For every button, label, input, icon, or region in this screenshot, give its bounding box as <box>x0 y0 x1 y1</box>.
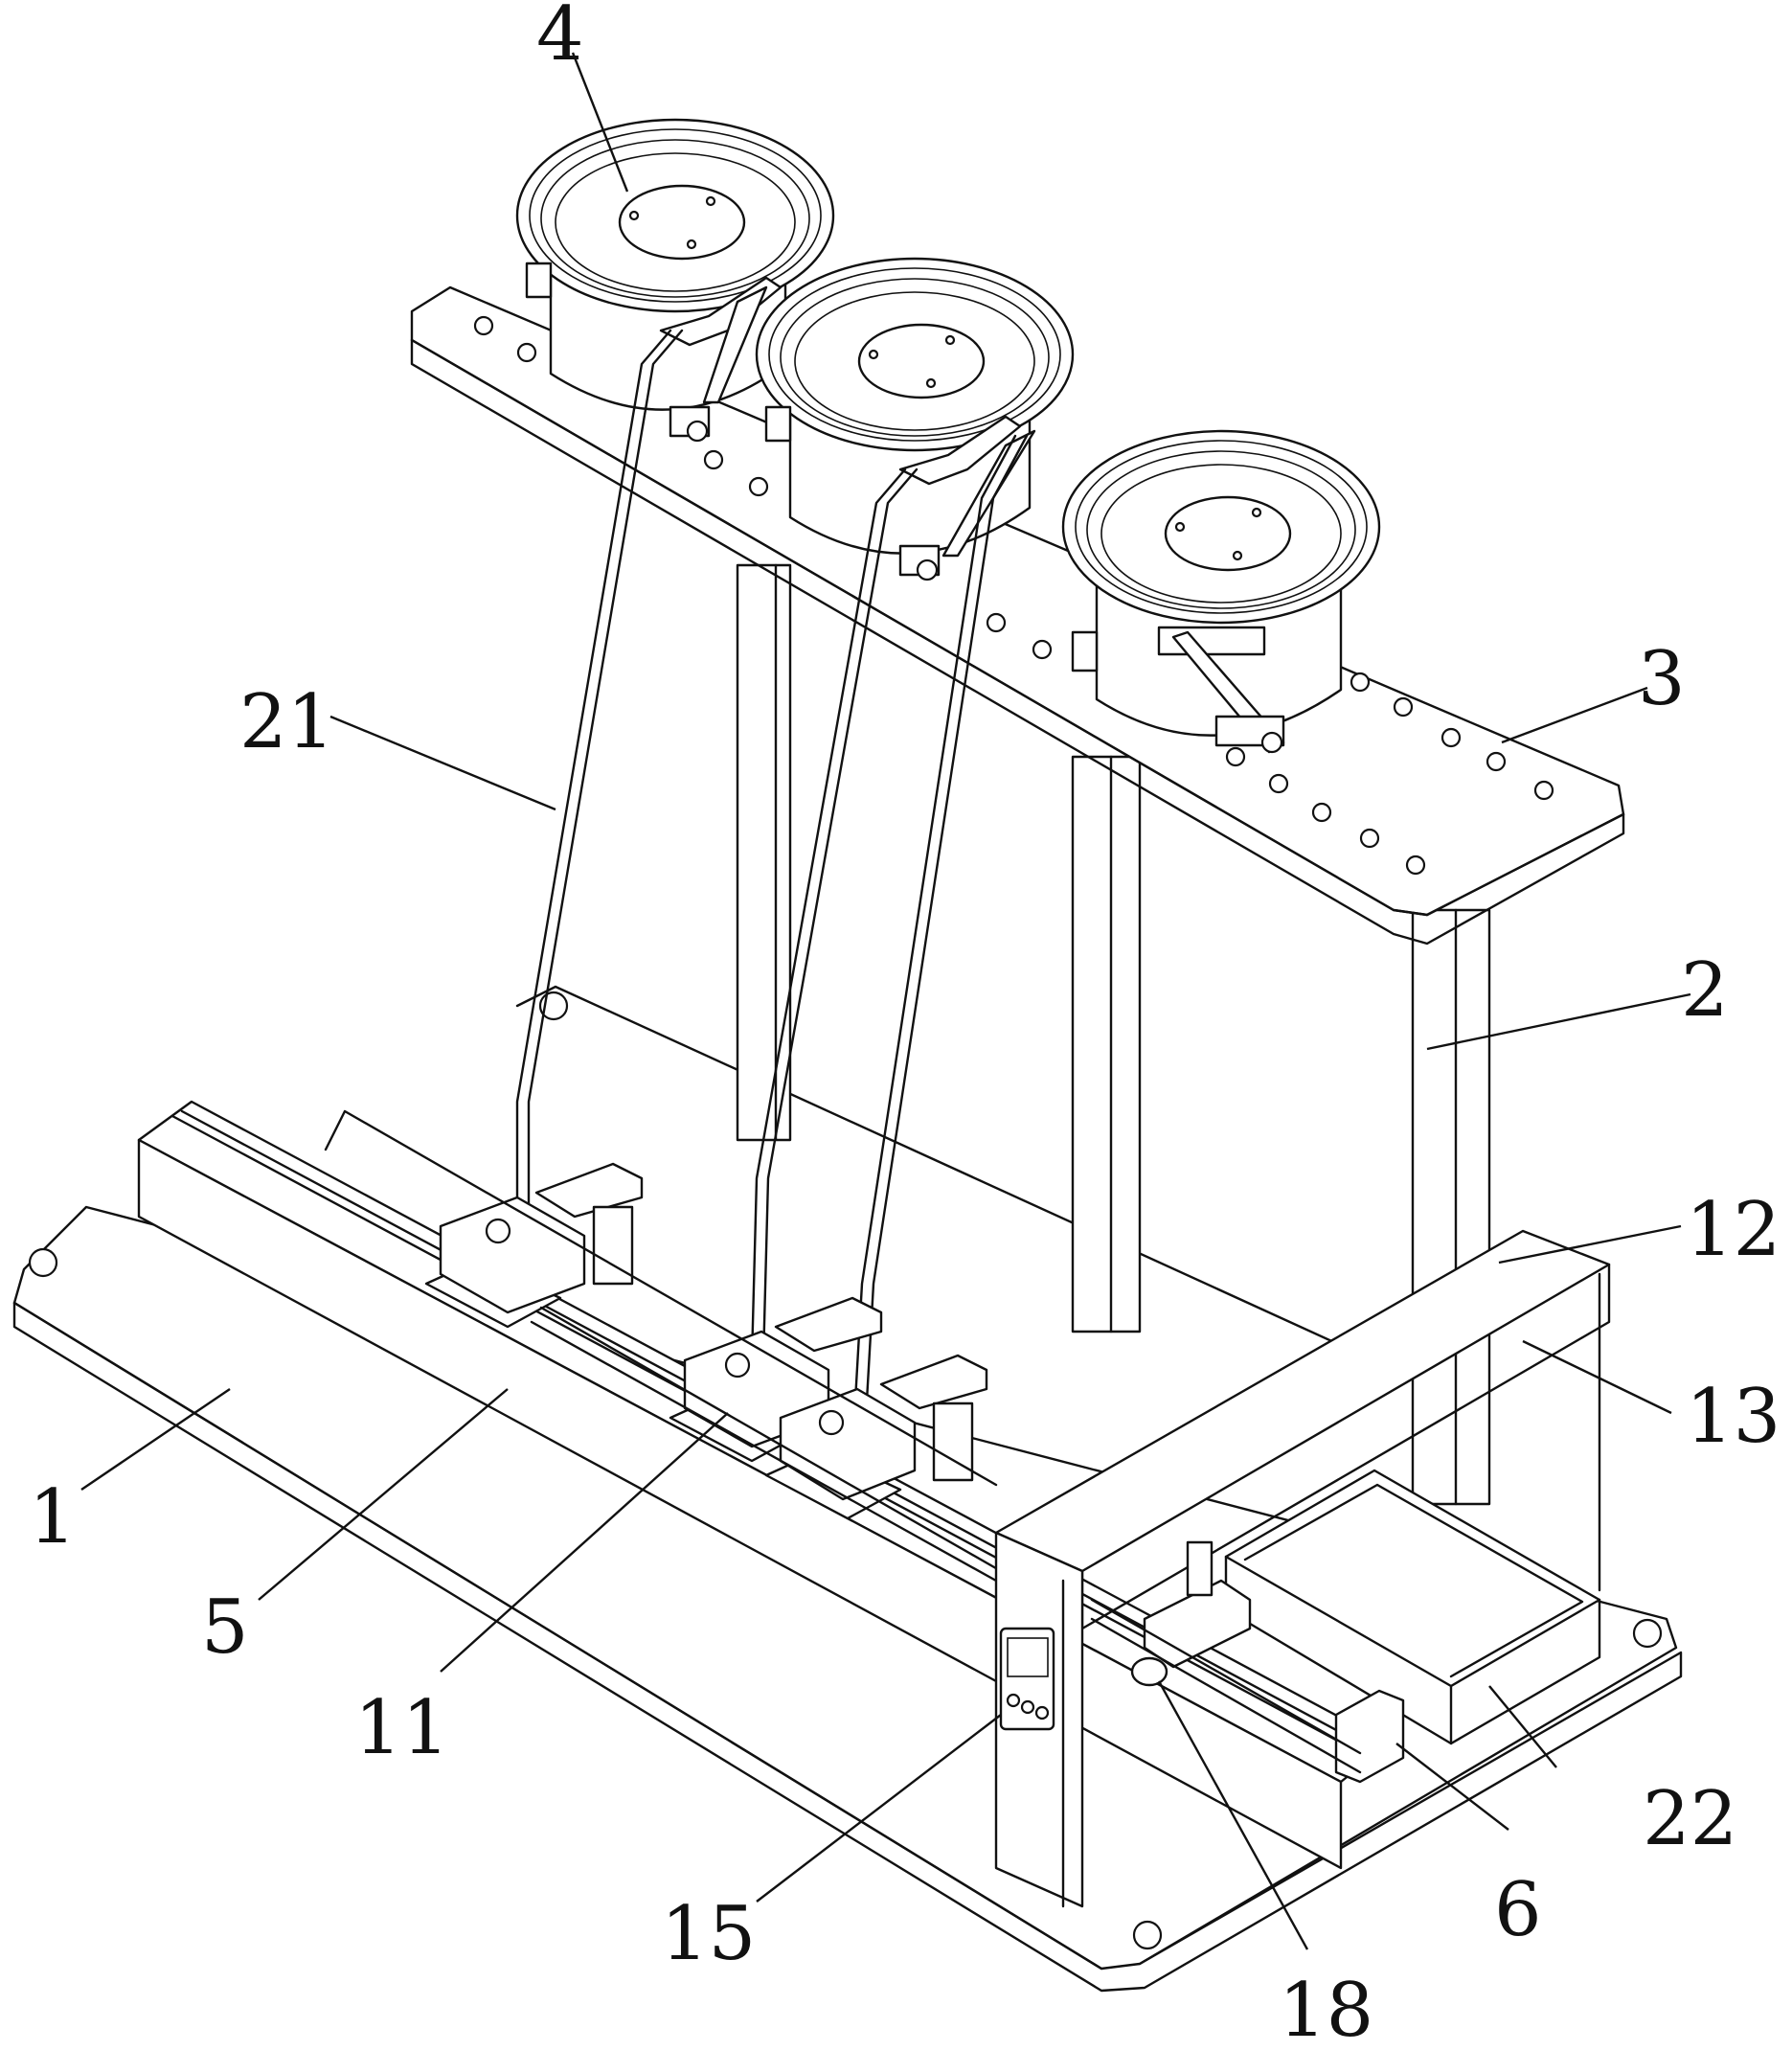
label-12: 12 <box>1686 1187 1781 1273</box>
label-15: 15 <box>661 1891 756 1977</box>
label-5: 5 <box>201 1584 249 1671</box>
label-11: 11 <box>354 1685 449 1771</box>
label-6: 6 <box>1494 1867 1542 1953</box>
label-21: 21 <box>239 679 334 765</box>
label-1: 1 <box>29 1474 77 1561</box>
rear-platform <box>517 987 1437 1389</box>
label-22: 22 <box>1643 1776 1737 1862</box>
label-13: 13 <box>1686 1374 1781 1460</box>
control-panel <box>1001 1629 1054 1729</box>
label-18: 18 <box>1279 1968 1373 2051</box>
label-2: 2 <box>1681 947 1729 1034</box>
label-3: 3 <box>1638 636 1686 722</box>
label-4: 4 <box>536 0 584 78</box>
